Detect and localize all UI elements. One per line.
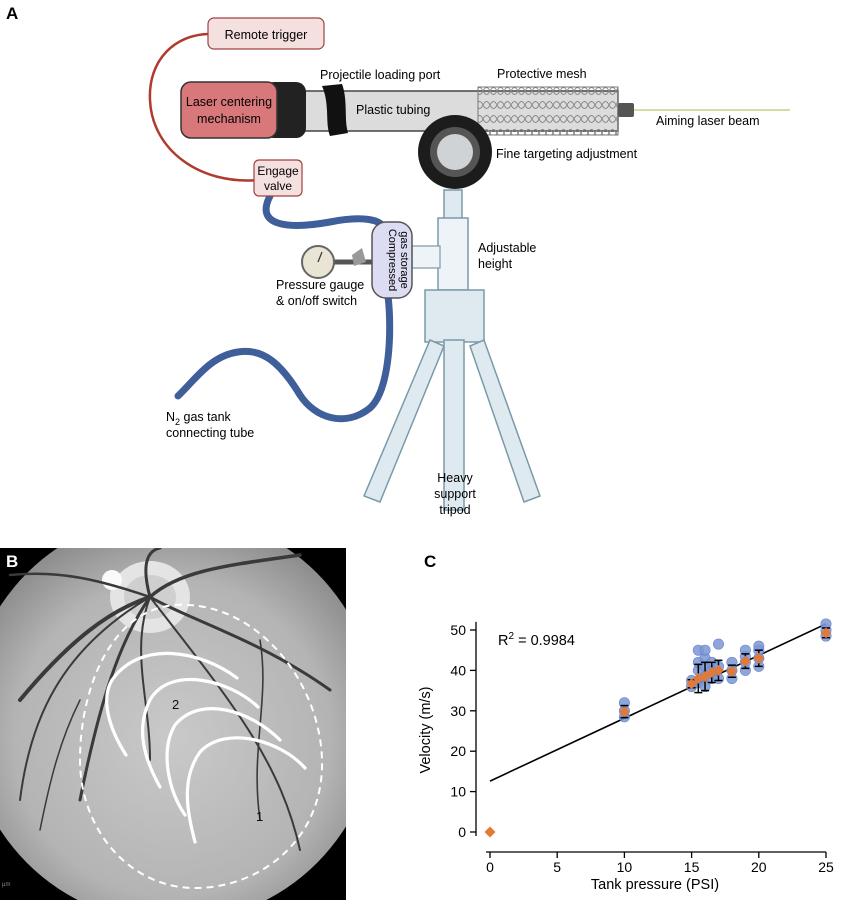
gas-storage-label-1: Compressed (386, 229, 398, 291)
panel-c: C 0 10 20 30 40 50 0 5 10 15 20 25 Tank pressure (P… (418, 552, 834, 893)
mean-point (712, 664, 724, 676)
arc-1 (105, 651, 239, 757)
tank-label-2: connecting tube (166, 426, 254, 440)
chart-axes: 0 10 20 30 40 50 0 5 10 15 20 25 (450, 621, 834, 875)
retinal-vessels (8, 548, 332, 851)
y-axis-label: Velocity (m/s) (418, 686, 434, 773)
tank-label-1: N2 gas tank (166, 410, 232, 427)
tank-tube (174, 292, 394, 423)
x-tick-label: 0 (486, 859, 494, 875)
x-tick-label: 10 (617, 859, 633, 875)
scale-text: μm (2, 882, 10, 888)
y-tick-label: 20 (450, 743, 466, 759)
r2-annotation: R2 = 0.9984 (498, 631, 575, 649)
tripod-height-column (437, 217, 469, 291)
mean-point (726, 665, 738, 677)
mean-point (484, 826, 496, 838)
tripod-leg-right (469, 338, 541, 503)
tripod-leg-center (443, 339, 465, 511)
projectile-loading-port (322, 84, 348, 136)
arc-2 (141, 677, 260, 789)
mean-point (753, 652, 765, 664)
gas-storage-label-2: gas storage (398, 231, 410, 288)
remote-trigger-box (207, 17, 325, 50)
individual-point (699, 644, 711, 656)
tripod-upper-post (443, 189, 463, 221)
arc-4 (185, 736, 307, 844)
panel-c-letter: C (424, 552, 436, 571)
on-off-switch (352, 248, 366, 266)
gauge-label-1: Pressure gauge (276, 278, 364, 292)
panel-a-letter: A (6, 4, 18, 23)
x-tick-label: 15 (684, 859, 700, 875)
laser-centering-box (180, 81, 278, 139)
mean-point (686, 678, 698, 690)
x-axis-label: Tank pressure (PSI) (591, 877, 719, 893)
storage-bracket (411, 245, 441, 269)
x-tick-label: 5 (553, 859, 561, 875)
fine-targeting-label: Fine targeting adjustment (496, 147, 638, 161)
trigger-wire (148, 32, 259, 182)
velocity-chart: 0 10 20 30 40 50 0 5 10 15 20 25 Tank pressure (PSI… (418, 618, 834, 893)
laser-emitter (618, 103, 634, 117)
tripod (363, 189, 541, 511)
x-tick-label: 20 (751, 859, 767, 875)
lesion-boundary (78, 603, 324, 890)
fit-line (489, 623, 827, 782)
panel-a: A Laser centering mechanism (6, 4, 790, 517)
mean-point (618, 706, 630, 718)
mean-points-layer (484, 627, 832, 838)
y-tick-label: 40 (450, 662, 466, 678)
y-tick-label: 30 (450, 703, 466, 719)
region-2-label: 2 (172, 697, 179, 712)
laser-centering-label-1: Laser centering (186, 95, 272, 109)
mean-point (739, 655, 751, 667)
y-tick-label: 50 (450, 622, 466, 638)
engage-valve-box (253, 159, 303, 197)
y-tick-label: 10 (450, 784, 466, 800)
remote-trigger-label: Remote trigger (225, 28, 308, 42)
projectile-port-label: Projectile loading port (320, 68, 441, 82)
y-tick-label: 0 (458, 824, 466, 840)
tripod-label-1: Heavy (437, 471, 473, 485)
panel-b-letter: B (6, 552, 18, 571)
adjustable-label-2: height (478, 257, 513, 271)
region-1-label: 1 (256, 809, 263, 824)
x-tick-label: 25 (818, 859, 834, 875)
gauge-label-2: & on/off switch (276, 294, 357, 308)
aiming-laser-label: Aiming laser beam (656, 114, 760, 128)
adjustable-label-1: Adjustable (478, 241, 536, 255)
tripod-hub (424, 289, 485, 343)
lesion-arcs (105, 651, 307, 844)
tripod-leg-left (363, 339, 445, 503)
engage-label-1: Engage (257, 164, 299, 178)
targeting-wheel-center (437, 134, 473, 170)
laser-centering-label-2: mechanism (197, 112, 261, 126)
tripod-label-3: tripod (439, 503, 470, 517)
mean-point (820, 627, 832, 639)
valve-tube (262, 192, 389, 236)
protective-mesh-label: Protective mesh (497, 67, 587, 81)
engage-label-2: valve (264, 179, 292, 193)
tripod-label-2: support (434, 487, 476, 501)
arc-3 (165, 707, 282, 817)
individual-point (712, 638, 724, 650)
protective-mesh (477, 86, 619, 136)
gauge-needle (317, 251, 323, 263)
fit-line-layer (489, 623, 827, 782)
panel-b: 2 1 μm B (0, 548, 346, 900)
plastic-tubing-label: Plastic tubing (356, 103, 430, 117)
